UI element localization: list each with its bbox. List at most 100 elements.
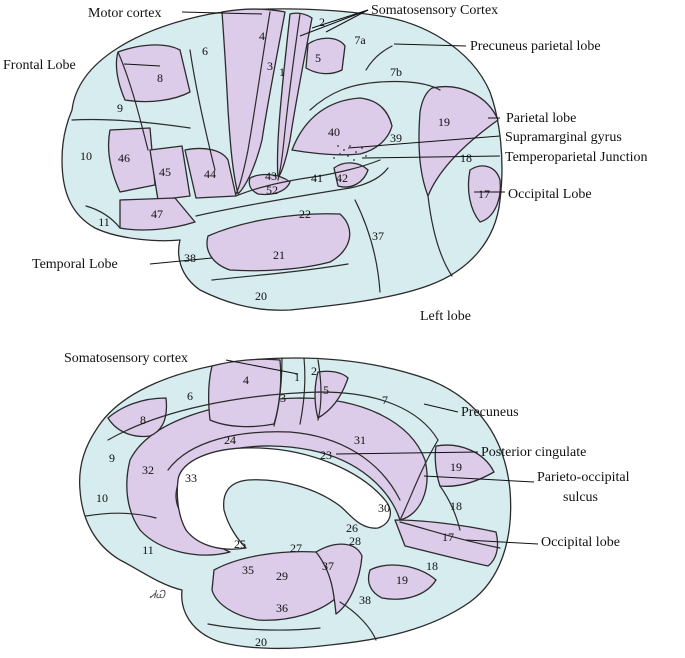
area-32-medial: 32: [142, 463, 154, 477]
label-parieto-occipital: Parieto-occipital: [537, 470, 630, 485]
area-17-medial: 17: [442, 530, 454, 544]
caption-left-lobe: Left lobe: [420, 309, 471, 324]
calcarine-sulcus: [399, 521, 501, 549]
medial-area-numbers: 4 1 2 3 5 6 7 8 9 10 11 24 31 23 32 33 1…: [96, 364, 462, 649]
area-47: 47: [151, 207, 163, 221]
area-31-medial: 31: [354, 433, 366, 447]
area-20: 20: [255, 289, 267, 303]
area-9-medial: 9: [109, 451, 115, 465]
area-19: 19: [438, 115, 450, 129]
area-8-region-medial: [107, 397, 168, 438]
artist-signature: ᏗᏇ: [149, 588, 166, 601]
area-19-upper-medial: 19: [450, 460, 462, 474]
area-43: 43: [265, 169, 277, 183]
area-29-medial: 28: [349, 534, 361, 548]
frontal-medial-line: [85, 512, 157, 519]
lateral-area-numbers: 6 4 3 1 2 5 7a 7b 8 9 10 46 45 44 47 11 …: [80, 15, 490, 303]
area-5-region-medial: [314, 370, 349, 419]
area-9: 9: [117, 101, 123, 115]
area-10-medial: 10: [96, 491, 108, 505]
area-10: 10: [80, 149, 92, 163]
area-17-region-medial: [394, 519, 499, 567]
area-37-medial-line: [339, 601, 377, 641]
area-4: 4: [259, 29, 265, 43]
area-25-medial: 25: [234, 537, 246, 551]
lateral-leaders: [123, 9, 505, 265]
area-36-region: [315, 543, 363, 615]
label-motor-cortex: Motor cortex: [88, 6, 161, 21]
area-11: 11: [98, 215, 110, 229]
lateral-view: 6 4 3 1 2 5 7a 7b 8 9 10 46 45 44 47 11 …: [3, 3, 647, 324]
label-occipital-lobe-medial: Occipital lobe: [541, 535, 620, 550]
area-46: 46: [118, 151, 130, 165]
temporoparietal-stipple: [333, 145, 367, 161]
area-8-region: [115, 44, 191, 103]
area-36-medial: 37: [322, 559, 334, 573]
area-33-medial: 33: [185, 471, 197, 485]
area-7b: 7b: [390, 65, 402, 79]
area-24-medial: 24: [224, 433, 236, 447]
area-5: 5: [315, 51, 321, 65]
label-frontal-lobe: Frontal Lobe: [3, 58, 76, 73]
area-44-region: [184, 147, 237, 199]
frontal-sulcus-2: [117, 51, 149, 151]
area-11-medial: 11: [142, 543, 154, 557]
sylvian-fissure: [235, 159, 381, 197]
occipital-line: [427, 195, 453, 277]
area-22: 22: [299, 207, 311, 221]
area-21-region: [206, 213, 351, 272]
area-3: 3: [267, 59, 273, 73]
area-19-region: [418, 86, 499, 197]
area-17: 17: [478, 187, 490, 201]
area-39: 39: [390, 131, 402, 145]
frontal-sulcus-1: [71, 118, 191, 129]
label-temporal-lobe: Temporal Lobe: [32, 257, 118, 272]
area-42-region: [333, 162, 369, 188]
area-37-line: [354, 199, 381, 293]
area-45: 45: [159, 165, 171, 179]
label-parietal-lobe: Parietal lobe: [506, 111, 576, 126]
superior-temporal-sulcus: [195, 167, 389, 217]
area-40: 40: [328, 125, 340, 139]
area-23-medial: 23: [320, 448, 332, 462]
area-46-region: [107, 127, 156, 193]
area-6-medial: 6: [187, 389, 193, 403]
area-18: 18: [460, 151, 472, 165]
area-3-medial: 3: [280, 391, 286, 405]
area-7-medial: 7: [382, 393, 388, 407]
paracentral-line-1: [273, 357, 283, 427]
label-somatosensory-medial: Somatosensory cortex: [64, 351, 188, 366]
medial-view: 4 1 2 3 5 6 7 8 9 10 11 24 31 23 32 33 1…: [64, 351, 630, 650]
medial-leaders: [225, 359, 539, 545]
lateral-labels: Motor cortex Somatosensory Cortex Precun…: [3, 3, 647, 324]
area-2-medial: 2: [311, 364, 317, 378]
area-44: 44: [204, 167, 216, 181]
paracentral-line-3: [317, 359, 322, 421]
area-11-line: [85, 205, 121, 229]
temporal-medial-line: [207, 623, 321, 631]
area-2: 2: [319, 15, 325, 29]
corpus-callosum: [176, 447, 391, 550]
postcentral-line: [277, 13, 301, 181]
label-parieto-occipital-sulcus: sulcus: [563, 490, 598, 505]
area-19-lower-medial: 19: [396, 573, 408, 587]
label-supramarginal-gyrus: Supramarginal gyrus: [505, 130, 622, 145]
area-28-medial: 29: [276, 569, 288, 583]
area-5-medial: 5: [323, 383, 329, 397]
area-4-region-medial: [208, 358, 282, 428]
area-8-medial: 8: [140, 413, 146, 427]
parieto-occipital-sulcus: [399, 439, 439, 521]
precuneus-curl: [365, 45, 393, 71]
area-35-medial: 36: [276, 601, 288, 615]
frontal-sulcus-3: [189, 49, 216, 171]
label-precuneus-parietal: Precuneus parietal lobe: [470, 39, 601, 54]
area-4-medial: 4: [243, 373, 249, 387]
area-1: 1: [279, 65, 285, 79]
label-precuneus: Precuneus: [461, 405, 519, 420]
area-5-region: [305, 37, 346, 75]
label-occipital-lobe: Occipital Lobe: [508, 187, 592, 202]
area-17-region: [467, 165, 501, 223]
area-19-region-medial: [434, 444, 495, 487]
area-18-medial-line: [439, 485, 461, 531]
